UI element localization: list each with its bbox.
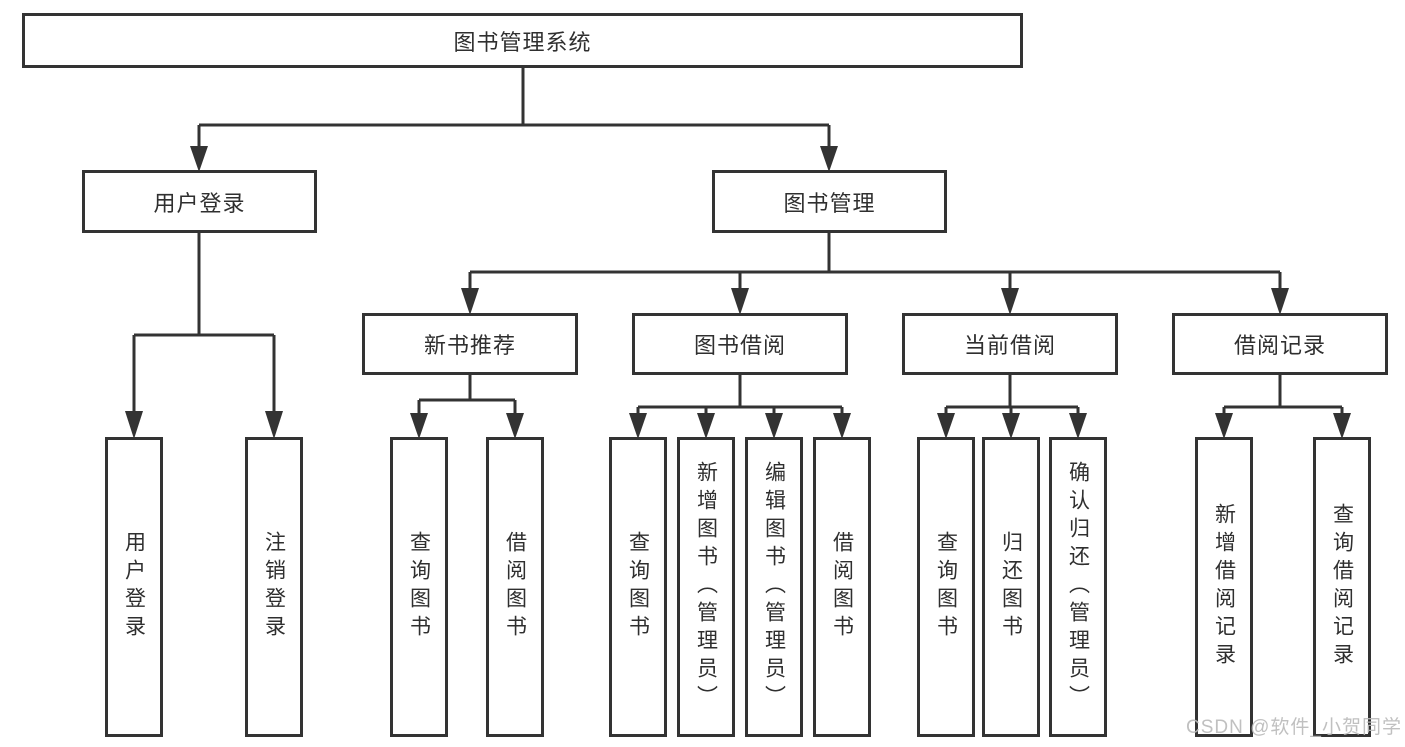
node-library-management-system: 图书管理系统 bbox=[22, 13, 1023, 68]
leaf-query-books-2: 查询图书 bbox=[609, 437, 667, 737]
csdn-watermark: CSDN @软件_小贺同学 bbox=[1186, 717, 1402, 738]
node-label: 图书管理系统 bbox=[453, 29, 592, 55]
node-label: 图书管理 bbox=[783, 190, 876, 216]
node-current-borrow: 当前借阅 bbox=[902, 313, 1118, 375]
node-label: 用户登录 bbox=[153, 190, 246, 216]
leaf-query-books-3: 查询图书 bbox=[917, 437, 975, 737]
leaf-add-books-admin: 新增图书（管理员） bbox=[677, 437, 735, 737]
leaf-query-books-1: 查询图书 bbox=[390, 437, 448, 737]
node-label: 用户登录 bbox=[122, 531, 146, 643]
arrowhead-icons bbox=[125, 146, 1351, 439]
node-label: 新增借阅记录 bbox=[1212, 503, 1236, 671]
leaf-add-borrow-record: 新增借阅记录 bbox=[1195, 437, 1253, 737]
node-label: 借阅记录 bbox=[1233, 333, 1326, 358]
node-label: 借阅图书 bbox=[830, 531, 854, 643]
node-new-book-recommend: 新书推荐 bbox=[362, 313, 578, 375]
node-label: 确认归还（管理员） bbox=[1066, 461, 1090, 713]
node-label: 新增图书（管理员） bbox=[694, 461, 718, 713]
node-label: 查询图书 bbox=[626, 531, 650, 643]
node-label: 查询图书 bbox=[934, 531, 958, 643]
node-label: 图书借阅 bbox=[693, 333, 786, 358]
leaf-user-login: 用户登录 bbox=[105, 437, 163, 737]
node-label: 归还图书 bbox=[999, 531, 1023, 643]
node-label: 编辑图书（管理员） bbox=[762, 461, 786, 713]
node-book-borrow: 图书借阅 bbox=[632, 313, 848, 375]
node-borrow-records: 借阅记录 bbox=[1172, 313, 1388, 375]
leaf-logout: 注销登录 bbox=[245, 437, 303, 737]
node-label: 查询借阅记录 bbox=[1330, 503, 1354, 671]
node-label: 注销登录 bbox=[262, 531, 286, 643]
leaf-borrow-books-2: 借阅图书 bbox=[813, 437, 871, 737]
node-label: 新书推荐 bbox=[423, 333, 516, 358]
leaf-confirm-return-admin: 确认归还（管理员） bbox=[1049, 437, 1107, 737]
leaf-borrow-books-1: 借阅图书 bbox=[486, 437, 544, 737]
leaf-edit-books-admin: 编辑图书（管理员） bbox=[745, 437, 803, 737]
node-label: 借阅图书 bbox=[503, 531, 527, 643]
node-label: 当前借阅 bbox=[963, 333, 1056, 358]
leaf-query-borrow-record: 查询借阅记录 bbox=[1313, 437, 1371, 737]
node-user-login: 用户登录 bbox=[82, 170, 317, 233]
leaf-return-books: 归还图书 bbox=[982, 437, 1040, 737]
node-book-management: 图书管理 bbox=[712, 170, 947, 233]
node-label: 查询图书 bbox=[407, 531, 431, 643]
